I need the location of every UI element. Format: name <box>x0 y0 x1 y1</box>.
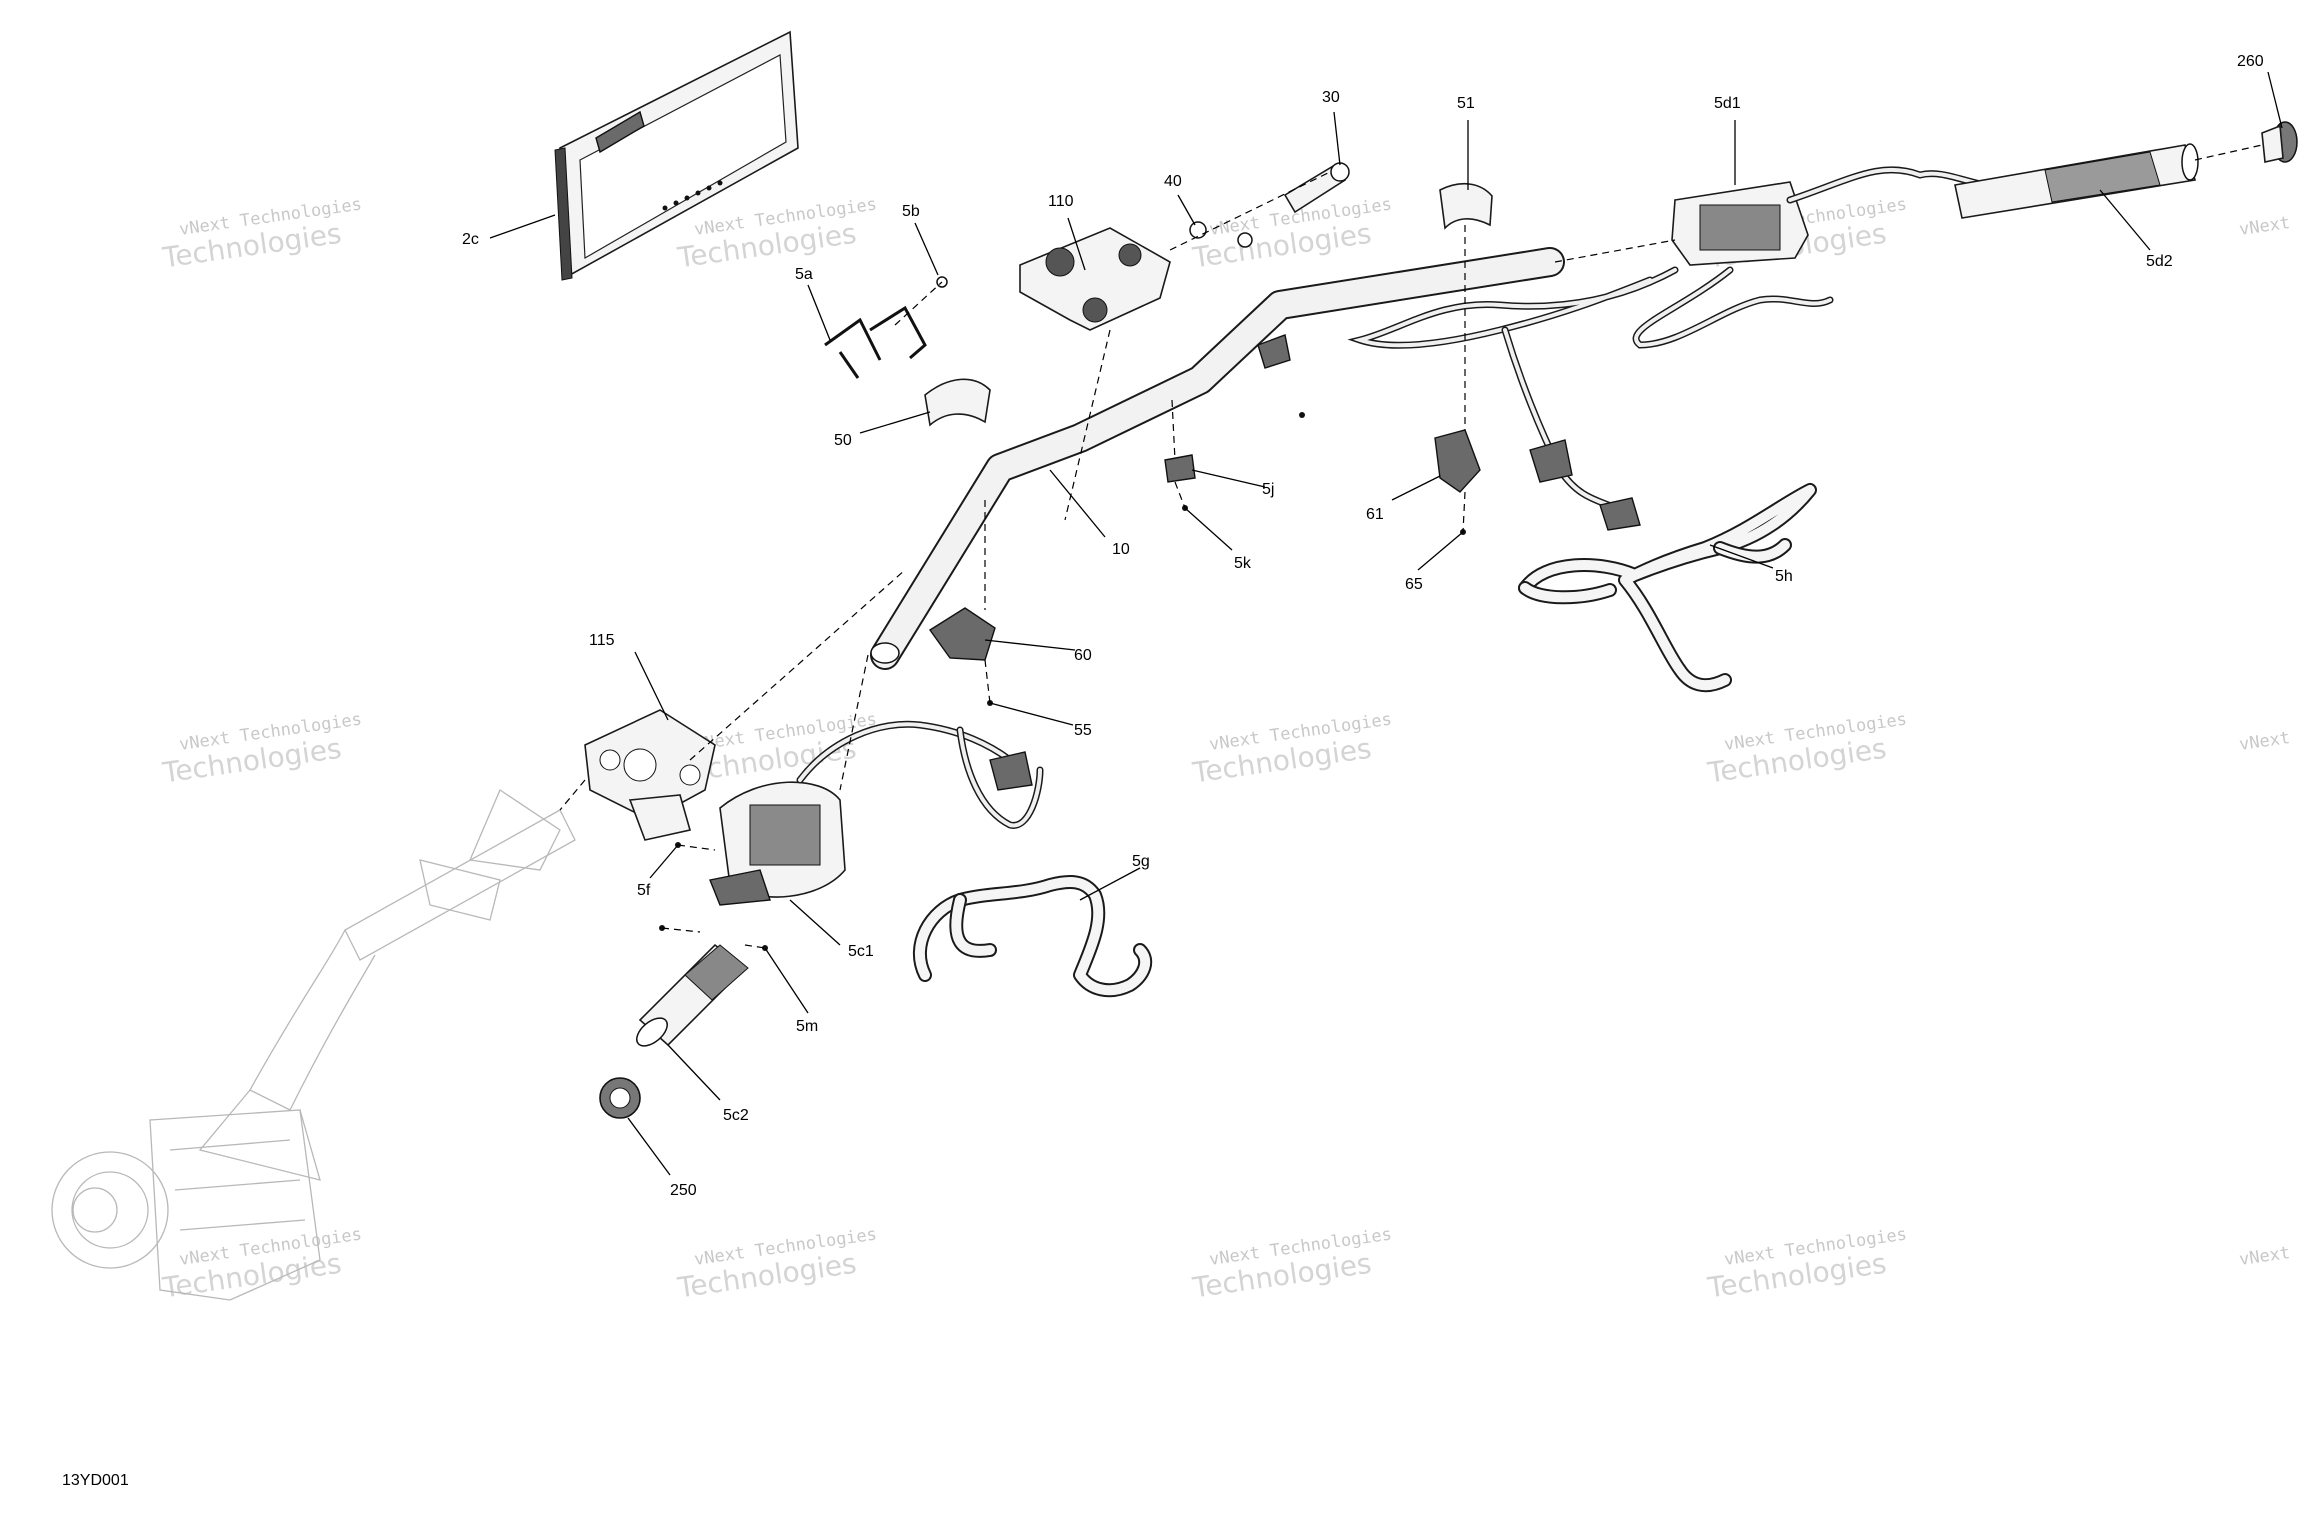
callout-61: 61 <box>1366 506 1384 523</box>
cover-50 <box>924 378 991 427</box>
watermark-text: vNext <box>2238 213 2291 240</box>
callout-250: 250 <box>670 1182 697 1199</box>
fasteners <box>659 162 1466 951</box>
callout-40: 40 <box>1164 173 1182 190</box>
watermark-text: vNext <box>2238 728 2291 755</box>
handlebar <box>870 247 1565 670</box>
bar-end-250 <box>599 1077 641 1119</box>
callout-5b: 5b <box>902 203 920 220</box>
callout-55: 55 <box>1074 722 1092 739</box>
callout-60: 60 <box>1074 647 1092 664</box>
lower-clamp-115 <box>584 709 716 841</box>
right-grip-5d2 <box>1954 143 2199 219</box>
callout-65: 65 <box>1405 576 1423 593</box>
callout-50: 50 <box>834 432 852 449</box>
callout-115: 115 <box>589 632 615 649</box>
callout-5c1: 5c1 <box>848 943 874 960</box>
callout-110: 110 <box>1048 193 1074 210</box>
callout-260: 260 <box>2237 53 2264 70</box>
callout-5d2: 5d2 <box>2146 253 2173 270</box>
assembly-lines <box>559 144 2263 949</box>
callout-5g: 5g <box>1132 853 1150 870</box>
bar-end-260 <box>2261 121 2298 163</box>
callout-51: 51 <box>1457 95 1475 112</box>
diagram-code: 13YD001 <box>62 1472 129 1489</box>
display-screen <box>554 30 799 281</box>
cover-51 <box>1439 183 1493 230</box>
callout-labels: 2c 5b 5a 110 40 30 51 5d1 260 5d2 50 5j … <box>462 53 2264 1199</box>
callout-5m: 5m <box>796 1018 818 1035</box>
bracket-61 <box>1434 429 1481 493</box>
hose-5g <box>913 875 1153 998</box>
callout-2c: 2c <box>462 231 479 248</box>
callout-10: 10 <box>1112 541 1130 558</box>
left-grip-5c2 <box>636 943 749 1047</box>
callout-5a: 5a <box>795 266 813 283</box>
callout-5j: 5j <box>1262 481 1274 498</box>
callout-5d1: 5d1 <box>1714 95 1741 112</box>
watermark-text: vNext <box>2238 1243 2291 1270</box>
callout-5c2: 5c2 <box>723 1107 749 1124</box>
callout-5f: 5f <box>637 882 651 899</box>
upper-clamp-110 <box>1019 227 1171 331</box>
bracket-5a <box>824 305 927 379</box>
right-switch-5d1 <box>1347 166 1989 531</box>
left-switch-5c1 <box>709 720 1044 906</box>
ghost-steering-column <box>51 789 576 1301</box>
bracket-60 <box>928 607 996 661</box>
callout-5k: 5k <box>1234 555 1252 572</box>
callout-30: 30 <box>1322 89 1340 106</box>
leader-lines <box>489 71 2283 1176</box>
hose-5h <box>1518 483 1817 693</box>
callout-5h: 5h <box>1775 568 1793 585</box>
